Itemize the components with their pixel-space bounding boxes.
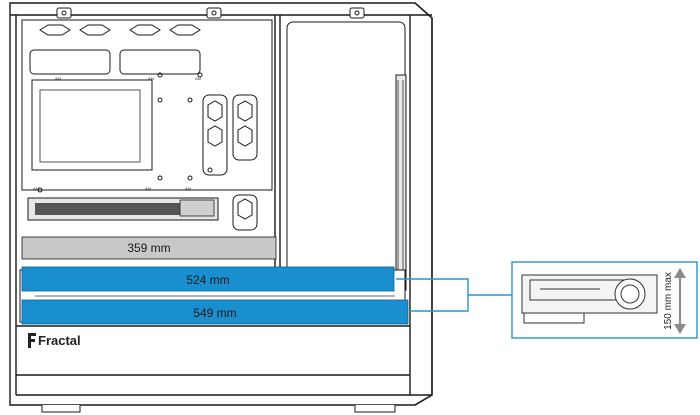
- brand-name: Fractal: [38, 333, 81, 348]
- gpu-side-view: [521, 274, 658, 324]
- height-inset: 150 mm max: [511, 261, 698, 339]
- standoff-label: AM: [55, 76, 61, 81]
- height-max-label: 150 mm max: [663, 272, 674, 330]
- top-clips: [56, 7, 365, 19]
- standoff-label: AM: [195, 76, 201, 81]
- clearance-label-524: 524 mm: [186, 273, 229, 287]
- clearance-bar-359: [21, 236, 277, 260]
- standoff-label: AM: [185, 186, 191, 191]
- clearance-label-549: 549 mm: [193, 306, 236, 320]
- gpu-card: [27, 197, 219, 221]
- standoff-label: AM: [145, 186, 151, 191]
- front-bay: [286, 21, 407, 291]
- clearance-bar-549: [21, 299, 409, 325]
- motherboard-tray: [21, 19, 273, 231]
- height-arrow: [674, 268, 686, 334]
- clearance-label-359: 359 mm: [127, 241, 170, 255]
- case-feet: [41, 405, 396, 413]
- clearance-bar-524: [21, 266, 395, 292]
- standoff-labels: AM AM AM AM AM AM: [33, 76, 201, 191]
- callout-bracket: [396, 278, 512, 312]
- gpu-clearance-bars: 359 mm 524 mm 549 mm: [21, 236, 409, 325]
- standoff-label: AM: [33, 186, 39, 191]
- standoff-label: AM: [148, 76, 154, 81]
- fractal-logo: Fractal: [28, 333, 81, 348]
